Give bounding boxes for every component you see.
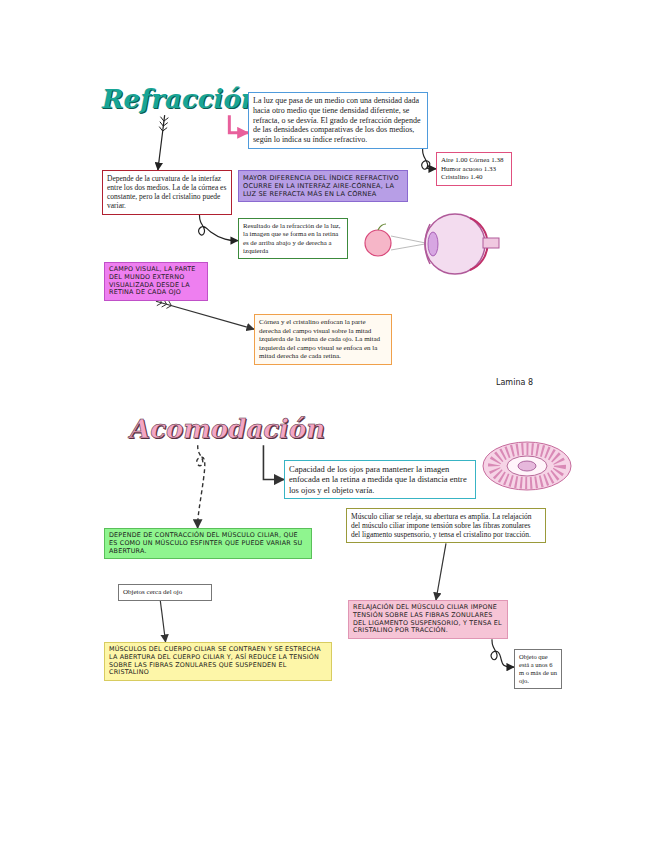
text-box: Capacidad de los ojos para mantener la i… <box>284 460 476 499</box>
text-box: Depende de la curvatura de la interfaz e… <box>102 170 232 215</box>
node-text: Objeto que está a unos 6 m o más de un o… <box>519 653 557 685</box>
text-box: Objeto que está a unos 6 m o más de un o… <box>514 649 562 689</box>
node-text: MAYOR DIFERENCIA DEL ÍNDICE REFRACTIVO O… <box>243 174 403 198</box>
node-text: DEPENDE DE CONTRACCIÓN DEL MÚSCULO CILIA… <box>109 532 307 555</box>
connector <box>158 115 168 170</box>
text-box: Objetos cerca del ojo <box>118 584 212 601</box>
node-text: MÚSCULOS DEL CUERPO CILIAR SE CONTRAEN Y… <box>109 646 327 677</box>
heading-text: Acomodación <box>130 414 325 445</box>
heading-text: Refracción <box>102 84 260 115</box>
node-text: Resultado de la refracción de la luz, la… <box>243 222 343 255</box>
connector <box>156 298 254 329</box>
arrow-line <box>436 543 446 600</box>
highlight-box: CAMPO VISUAL, LA PARTE DEL MUNDO EXTERNO… <box>104 262 208 301</box>
node-text: Músculo ciliar se relaja, su abertura es… <box>351 512 541 539</box>
eye-refraction-figure <box>365 214 499 274</box>
text-box: La luz que pasa de un medio con una dens… <box>248 92 428 149</box>
arrow-line <box>197 445 205 528</box>
arrow-fletching <box>166 301 171 309</box>
highlight-box: MÚSCULOS DEL CUERPO CILIAR SE CONTRAEN Y… <box>104 642 332 681</box>
index-box: Aire 1.00 Córnea 1.38 Humor acuoso 1.33 … <box>436 152 512 186</box>
connector <box>422 149 436 170</box>
node-text: Objetos cerca del ojo <box>123 588 207 597</box>
connector <box>229 115 248 133</box>
connector <box>263 445 284 479</box>
text-box: Músculo ciliar se relaja, su abertura es… <box>346 508 546 543</box>
node-text: La luz que pasa de un medio con una dens… <box>253 96 423 145</box>
arrow-line <box>491 639 514 667</box>
text-box: Resultado de la refracción de la luz, la… <box>238 218 348 259</box>
section-heading: Acomodación <box>128 414 327 445</box>
connector <box>160 601 165 642</box>
arrow-line <box>156 301 254 329</box>
connector <box>491 639 514 667</box>
arrow-line <box>422 149 436 170</box>
arrow-line <box>229 115 248 133</box>
arrow-line <box>263 445 284 479</box>
node-text: RELAJACIÓN DEL MÚSCULO CILIAR IMPONE TEN… <box>353 604 503 635</box>
arrow-fletching <box>160 117 168 121</box>
arrow-fletching <box>160 122 168 126</box>
node-text: Córnea y el cristalino enfocan la parte … <box>259 318 387 361</box>
connector <box>197 445 205 528</box>
connector <box>436 543 446 600</box>
highlight-box: MAYOR DIFERENCIA DEL ÍNDICE REFRACTIVO O… <box>238 170 408 202</box>
arrow-line <box>160 601 165 642</box>
highlight-box: RELAJACIÓN DEL MÚSCULO CILIAR IMPONE TEN… <box>348 600 508 639</box>
arrow-fletching <box>159 127 167 131</box>
highlight-box: DEPENDE DE CONTRACCIÓN DEL MÚSCULO CILIA… <box>104 528 312 559</box>
node-text: Aire 1.00 Córnea 1.38 Humor acuoso 1.33 … <box>441 156 507 182</box>
connector <box>199 215 238 241</box>
node-text: Capacidad de los ojos para mantener la i… <box>289 464 471 495</box>
section-heading: Refracción <box>100 84 262 115</box>
page-label: Lamina 8 <box>496 378 533 387</box>
arrow-line <box>199 215 238 241</box>
eye-accommodation-figure <box>483 442 571 490</box>
node-text: Depende de la curvatura de la interfaz e… <box>107 174 227 211</box>
text-box: Córnea y el cristalino enfocan la parte … <box>254 314 392 365</box>
node-text: CAMPO VISUAL, LA PARTE DEL MUNDO EXTERNO… <box>109 266 203 297</box>
